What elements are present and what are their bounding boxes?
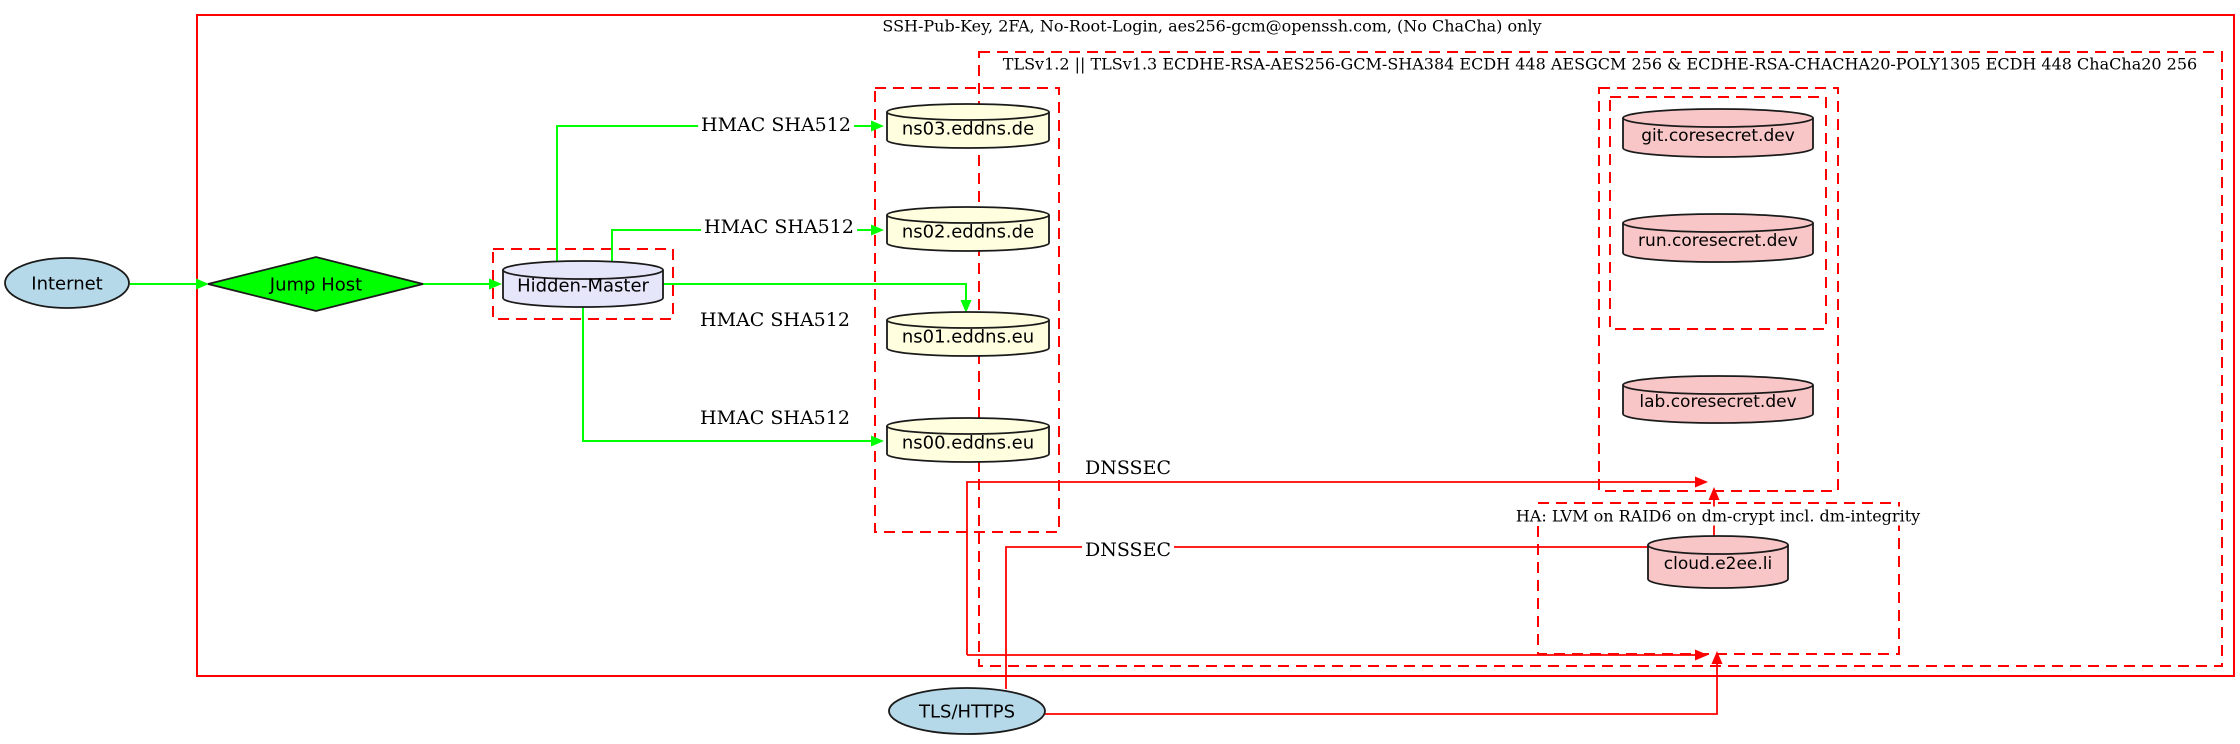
coresecret-outer-box [1598,87,1839,492]
ns03-label: ns03.eddns.de [901,118,1035,140]
hidden-master-cylinder [502,260,664,308]
hidden-master-label: Hidden-Master [517,275,649,297]
dnssec-label-2: DNSSEC [1082,539,1174,561]
run-cylinder [1622,213,1814,263]
arrowhead [1695,476,1708,488]
arrowhead [1708,487,1720,500]
ns00-cylinder [886,417,1050,463]
edge-dnssec-coresecret [966,476,1708,655]
hidden-master-box [492,248,674,320]
hmac-label-ns00: HMAC SHA512 [697,407,853,429]
ns02-cylinder [886,206,1050,252]
tls-https-label: TLS/HTTPS [918,701,1016,723]
hmac-label-ns02: HMAC SHA512 [701,216,857,238]
ssh-cluster-box [196,14,2235,677]
cloud-cylinder [1647,535,1789,589]
git-cylinder [1622,108,1814,158]
edge-hiddenmaster-ns01 [663,283,972,313]
edge-dnssec-ha [967,649,1708,661]
edge-hiddenmaster-ns00 [582,306,884,447]
hmac-label-ns01: HMAC SHA512 [697,309,853,331]
internet-ellipse [4,257,130,309]
arrowhead [871,224,884,236]
arrowhead [489,278,502,290]
arrowhead [871,120,884,132]
edge-jumphost-hiddenmaster [423,278,502,290]
arrowhead [960,300,972,313]
internet-label: Internet [31,273,103,295]
lab-label: lab.coresecret.dev [1639,392,1797,412]
lab-cylinder [1622,375,1814,424]
tls-cluster-box [978,51,2223,667]
ha-cluster-box [1537,502,1900,655]
ns01-label: ns01.eddns.eu [901,326,1035,348]
git-label: git.coresecret.dev [1641,126,1795,146]
ha-cluster-label: HA: LVM on RAID6 on dm-crypt incl. dm-in… [1513,506,1923,526]
arrowhead [1695,649,1708,661]
dnssec-label-1: DNSSEC [1082,457,1174,479]
edge-internet-jumphost [130,278,209,290]
run-label: run.coresecret.dev [1638,231,1798,251]
edge-tlshttps-ha [1045,651,1723,715]
coresecret-inner-box [1609,96,1827,330]
arrowhead [196,278,209,290]
ssh-cluster-label: SSH-Pub-Key, 2FA, No-Root-Login, aes256-… [880,16,1544,36]
cloud-label: cloud.e2ee.li [1663,554,1773,574]
edge-hiddenmaster-ns03 [556,120,884,262]
ns02-label: ns02.eddns.de [901,221,1035,243]
tls-cluster-label: TLSv1.2 || TLSv1.3 ECDHE-RSA-AES256-GCM-… [1000,54,2200,74]
arrowhead [871,435,884,447]
ns00-label: ns00.eddns.eu [901,432,1035,454]
jump-host-diamond [207,256,424,312]
arrowhead [1711,651,1723,664]
ns01-cylinder [886,311,1050,357]
ns03-cylinder [886,103,1050,149]
hmac-label-ns03: HMAC SHA512 [698,114,854,136]
tls-https-ellipse [888,687,1046,735]
jump-host-label: Jump Host [269,274,363,296]
